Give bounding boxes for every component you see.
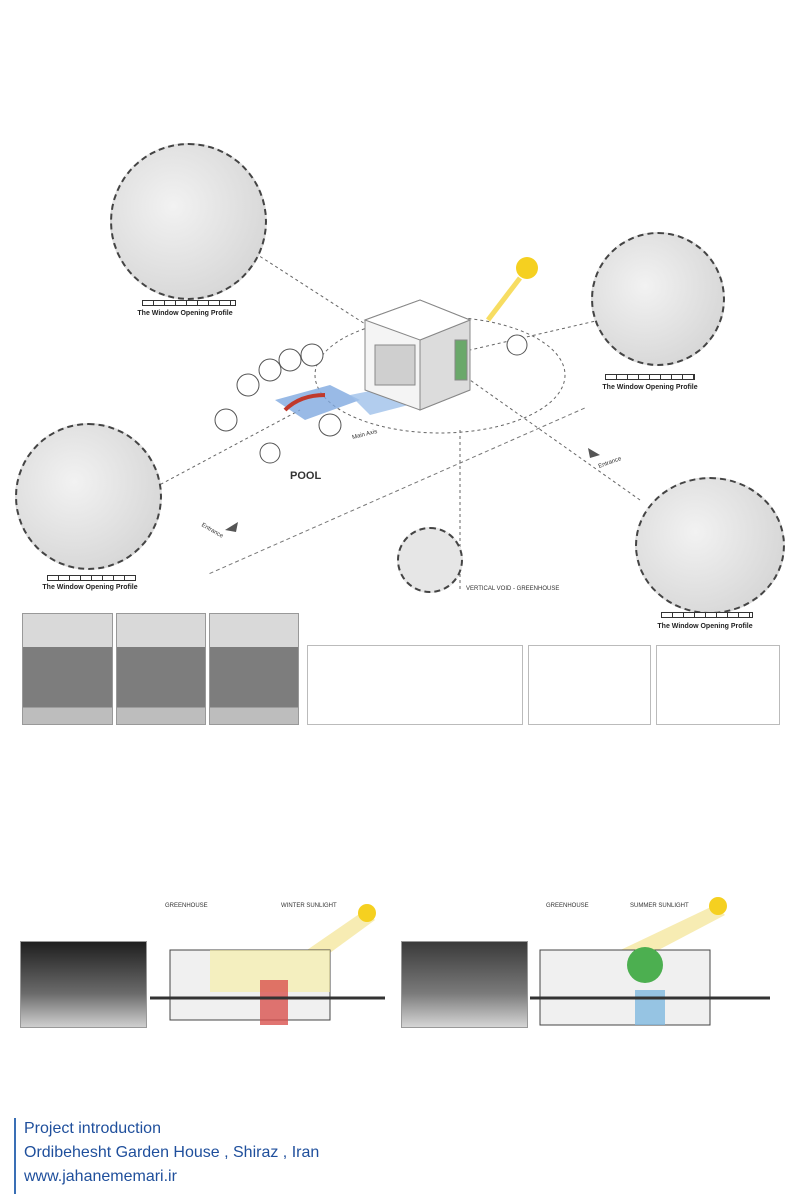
sun-icon [516, 257, 538, 279]
sun-icon [709, 897, 727, 915]
caption-window-profile: The Window Opening Profile [42, 584, 138, 591]
greenhouse-label-winter: GREENHOUSE [165, 903, 208, 909]
scale-bar [142, 300, 236, 306]
facade-photo-2 [116, 613, 206, 725]
greenhouse-label-summer: GREENHOUSE [546, 903, 589, 909]
window-diagram-panel-3 [656, 645, 780, 725]
flow-arrow [283, 393, 326, 412]
facade-photo-3 [209, 613, 299, 725]
vertical-void-label: VERTICAL VOID - GREENHOUSE [466, 586, 560, 592]
footer-title: Project introduction [24, 1120, 161, 1137]
window-diagram-panel-1 [307, 645, 523, 725]
detail-circle-bottom-right [635, 477, 785, 614]
window-diagram-panel-2 [528, 645, 651, 725]
caption-window-profile: The Window Opening Profile [137, 310, 233, 317]
trees [214, 334, 528, 464]
scale-bar [605, 374, 695, 380]
greenhouse-section-circle [397, 527, 463, 593]
building [363, 299, 472, 411]
sun-icon [358, 904, 376, 922]
winter-sunlight-label: WINTER SUNLIGHT [281, 903, 337, 909]
site-axonometric-diagram [149, 249, 641, 590]
detail-circle-bottom-left [15, 423, 162, 570]
interior-photo-winter [20, 941, 147, 1028]
entrance-arrow-left [225, 522, 238, 532]
pool [275, 385, 360, 420]
facade-photo-1 [22, 613, 113, 725]
summer-sunlight-label: SUMMER SUNLIGHT [630, 903, 689, 909]
caption-window-profile: The Window Opening Profile [657, 623, 753, 630]
interior-photo-summer [401, 941, 528, 1028]
pool-label: POOL [290, 470, 322, 482]
entrance-arrow-right [588, 448, 600, 458]
scale-bar [47, 575, 136, 581]
caption-window-profile: The Window Opening Profile [602, 384, 698, 391]
footer-accent-bar [14, 1118, 16, 1194]
footer-project: Ordibehesht Garden House , Shiraz , Iran [24, 1144, 320, 1161]
summer-section-diagram [530, 897, 770, 1026]
winter-section-diagram [150, 904, 385, 1025]
detail-circle-top-left [110, 143, 267, 300]
detail-circle-top-right [591, 232, 725, 366]
footer-website[interactable]: www.jahanememari.ir [24, 1168, 177, 1185]
scale-bar [661, 612, 753, 618]
